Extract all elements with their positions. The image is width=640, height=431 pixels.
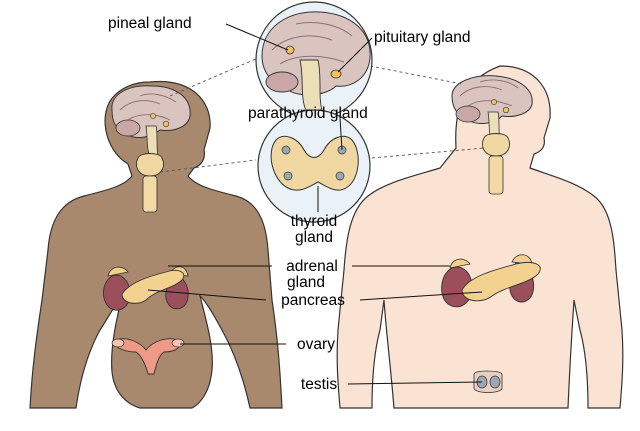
female-pancreas bbox=[121, 269, 185, 304]
female-body-silhouette bbox=[29, 80, 283, 409]
brain-inset-cerebellum bbox=[265, 71, 299, 93]
label-adrenal-gland: gland bbox=[287, 274, 325, 291]
label-thyroid-gland: gland bbox=[295, 229, 333, 246]
leader-lines bbox=[147, 23, 483, 385]
female-figure bbox=[29, 80, 283, 409]
parathyroid-1 bbox=[281, 145, 291, 155]
labels: pineal gland pituitary gland parathyroid… bbox=[108, 15, 471, 393]
female-pituitary-dot bbox=[162, 120, 170, 128]
label-ovary: ovary bbox=[297, 336, 335, 353]
male-adrenal-left bbox=[449, 258, 471, 269]
male-body-silhouette bbox=[336, 65, 624, 409]
male-cerebellum bbox=[455, 105, 481, 123]
label-testis: testis bbox=[301, 376, 337, 393]
male-testis-right bbox=[489, 375, 501, 389]
female-brain-folds bbox=[119, 93, 177, 121]
female-thyroid bbox=[136, 153, 164, 177]
female-adrenal-left bbox=[107, 266, 129, 277]
brain-inset-folds bbox=[271, 22, 353, 65]
male-thyroid bbox=[482, 133, 510, 157]
label-parathyroid-gland: parathyroid gland bbox=[248, 105, 368, 122]
thyroid-inset bbox=[257, 109, 371, 223]
inset-connectors bbox=[159, 57, 485, 173]
brain-inset bbox=[255, 1, 373, 119]
label-pancreas: pancreas bbox=[281, 292, 345, 309]
female-kidney-left bbox=[103, 274, 131, 311]
male-pineal-dot bbox=[491, 99, 497, 105]
male-pituitary-dot bbox=[502, 106, 510, 114]
label-adrenal: adrenal bbox=[286, 258, 338, 275]
male-figure bbox=[336, 65, 624, 409]
male-pancreas bbox=[461, 262, 541, 302]
brain-inset-pineal bbox=[285, 45, 295, 55]
brain-inset-brainstem bbox=[299, 59, 323, 111]
female-ovary-right bbox=[171, 338, 185, 348]
female-trachea bbox=[142, 175, 158, 213]
label-pineal-gland: pineal gland bbox=[108, 15, 192, 32]
label-thyroid: thyroid bbox=[291, 213, 338, 230]
female-cerebellum bbox=[115, 119, 141, 137]
female-pineal-dot bbox=[150, 113, 156, 119]
male-brain-folds bbox=[459, 79, 519, 107]
parathyroid-4 bbox=[335, 171, 345, 181]
label-pituitary-gland: pituitary gland bbox=[374, 29, 471, 46]
female-uterus bbox=[114, 338, 181, 375]
female-ovary-left bbox=[111, 338, 125, 348]
parathyroid-2 bbox=[283, 171, 293, 181]
male-trachea bbox=[488, 155, 504, 195]
